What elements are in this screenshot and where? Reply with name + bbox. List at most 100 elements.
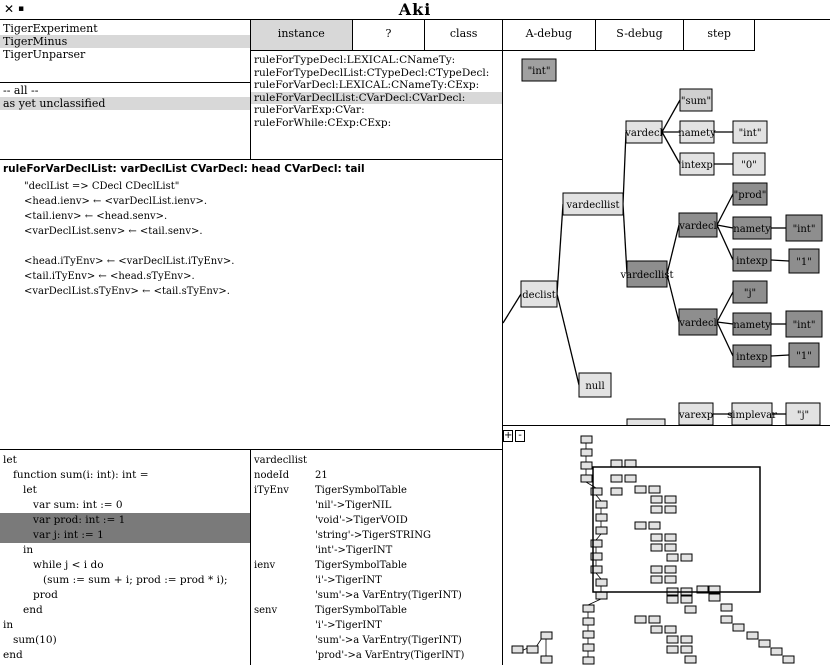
viewport-indicator[interactable] (592, 466, 761, 593)
tree-node[interactable]: "0" (732, 152, 766, 176)
code-line[interactable]: while j < i do (3, 559, 104, 571)
zoom-out-button[interactable]: - (515, 430, 525, 442)
code-line[interactable]: let (3, 454, 17, 466)
step-button[interactable]: step (707, 27, 731, 40)
tree-edge (556, 203, 564, 295)
overview-node (650, 625, 663, 634)
close-icon[interactable]: ✕ (4, 2, 15, 16)
tree-node[interactable]: intexp (732, 248, 772, 272)
tree-node[interactable]: namety (732, 216, 772, 240)
tree-edge (770, 354, 790, 357)
tree-node[interactable]: vardecl (678, 308, 718, 336)
tree-node[interactable]: "prod" (732, 182, 768, 206)
tree-node[interactable]: varexp (678, 402, 714, 425)
attribute-value: 'int'->TigerINT (315, 545, 393, 556)
tree-node[interactable] (626, 418, 666, 426)
tree-node[interactable]: namety (678, 120, 716, 144)
grammar-item[interactable]: TigerExperiment (3, 22, 98, 35)
tree-node-label: "j" (797, 410, 809, 421)
tree-node[interactable]: declist (520, 280, 558, 308)
overview-node (595, 513, 608, 522)
code-line[interactable]: in (3, 619, 14, 631)
a-debug-button[interactable]: A-debug (503, 20, 596, 50)
rule-list[interactable]: ruleForTypeDecl:LEXICAL:CNameTy:ruleForT… (251, 51, 503, 160)
code-line[interactable]: end (3, 604, 43, 616)
code-line[interactable]: in (3, 544, 34, 556)
tree-node[interactable]: intexp (732, 344, 772, 368)
tree-node[interactable]: vardecl (624, 120, 663, 144)
tree-overview[interactable] (503, 426, 830, 665)
rule-item[interactable]: ruleForTypeDeclList:CTypeDecl:CTypeDecl: (254, 66, 490, 79)
tree-node[interactable]: "int" (785, 214, 823, 242)
s-debug-button[interactable]: S-debug (596, 20, 685, 50)
tree-canvas[interactable]: "int" declist vardecllist null vardecl "sum" n… (503, 51, 830, 426)
tree-node[interactable]: "1" (788, 342, 820, 368)
rule-item[interactable]: ruleForVarDeclList:CVarDecl:CVarDecl: (251, 91, 502, 104)
tree-node[interactable]: null (578, 372, 612, 398)
overview-node (582, 604, 595, 613)
attribute-row: 'i'->TigerINT (251, 573, 502, 588)
grammar-item[interactable]: TigerUnparser (3, 48, 86, 61)
tree-node-label: "int" (739, 128, 762, 139)
tree-node[interactable]: namety (732, 312, 772, 336)
tree-node[interactable]: "sum" (679, 88, 713, 112)
tree-node[interactable]: "int" (732, 120, 768, 144)
overview-canvas[interactable] (503, 426, 830, 665)
tree-edge (716, 321, 734, 325)
tree-node[interactable]: intexp (679, 152, 715, 176)
code-line[interactable]: var j: int := 1 (0, 528, 250, 543)
code-line[interactable]: prod (3, 589, 58, 601)
overview-node (580, 474, 593, 483)
tree-node[interactable]: "j" (785, 402, 821, 425)
rule-item[interactable]: ruleForVarDecl:LEXICAL:CNameTy:CExp: (254, 79, 480, 91)
tab-help[interactable]: ? (353, 20, 426, 50)
category-item[interactable]: -- all -- (3, 84, 39, 97)
category-list[interactable]: -- all --as yet unclassified (0, 83, 251, 160)
window-menu-icon[interactable]: ▪ (18, 4, 25, 14)
overview-node (634, 615, 647, 624)
category-item[interactable]: as yet unclassified (0, 97, 250, 110)
code-line[interactable]: var sum: int := 0 (3, 499, 123, 511)
code-line[interactable]: sum(10) (3, 634, 57, 646)
tree-node[interactable]: "int" (785, 310, 823, 338)
attribute-key: vardecllist (254, 455, 308, 466)
tree-node-label: "prod" (734, 190, 767, 201)
code-line[interactable]: (sum := sum + i; prod := prod * i); (3, 574, 228, 586)
tree-node-label: vardecl (678, 221, 717, 232)
overview-node (590, 539, 603, 548)
overview-node (648, 615, 661, 624)
tree-node-label: "sum" (681, 96, 711, 107)
rule-item[interactable]: ruleForWhile:CExp:CExp: (254, 116, 392, 129)
rule-definition-pane[interactable]: ruleForVarDeclList: varDeclList CVarDecl… (0, 160, 503, 450)
attribute-value: TigerSymbolTable (315, 605, 407, 616)
tree-node[interactable]: simplevar (727, 402, 777, 425)
code-line[interactable]: let (3, 484, 37, 496)
rule-item[interactable]: ruleForTypeDecl:LEXICAL:CNameTy: (254, 54, 456, 66)
overview-node (664, 495, 677, 504)
overview-node (650, 575, 663, 584)
tree-node[interactable]: vardecllist (562, 192, 624, 216)
tree-node[interactable]: "int" (521, 58, 557, 82)
tree-view[interactable]: "int" declist vardecllist null vardecl "sum" n… (503, 51, 830, 426)
rule-item[interactable]: ruleForVarExp:CVar: (254, 104, 365, 116)
tree-node[interactable]: "1" (788, 248, 820, 274)
tree-node[interactable]: vardecl (678, 212, 718, 238)
code-line[interactable]: end (3, 649, 23, 661)
tree-node[interactable]: "j" (732, 280, 768, 304)
source-code-pane[interactable]: let function sum(i: int): int = let var … (0, 450, 251, 665)
overview-node (580, 435, 593, 444)
overview-node (650, 565, 663, 574)
tree-node[interactable]: vardecllist (619, 260, 674, 288)
rule-line: <head.ienv> ← <varDeclList.ienv>. (24, 196, 208, 207)
grammar-item[interactable]: TigerMinus (0, 35, 250, 48)
code-line[interactable]: var prod: int := 1 (0, 513, 250, 528)
tab-instance[interactable]: instance (251, 20, 353, 50)
code-line[interactable]: function sum(i: int): int = (3, 469, 149, 481)
tree-node-label: vardecllist (565, 200, 619, 211)
tree-node-label: "1" (796, 257, 812, 268)
attribute-value: 'nil'->TigerNIL (315, 500, 392, 511)
tab-class[interactable]: class (449, 27, 478, 40)
zoom-in-button[interactable]: + (503, 430, 513, 442)
